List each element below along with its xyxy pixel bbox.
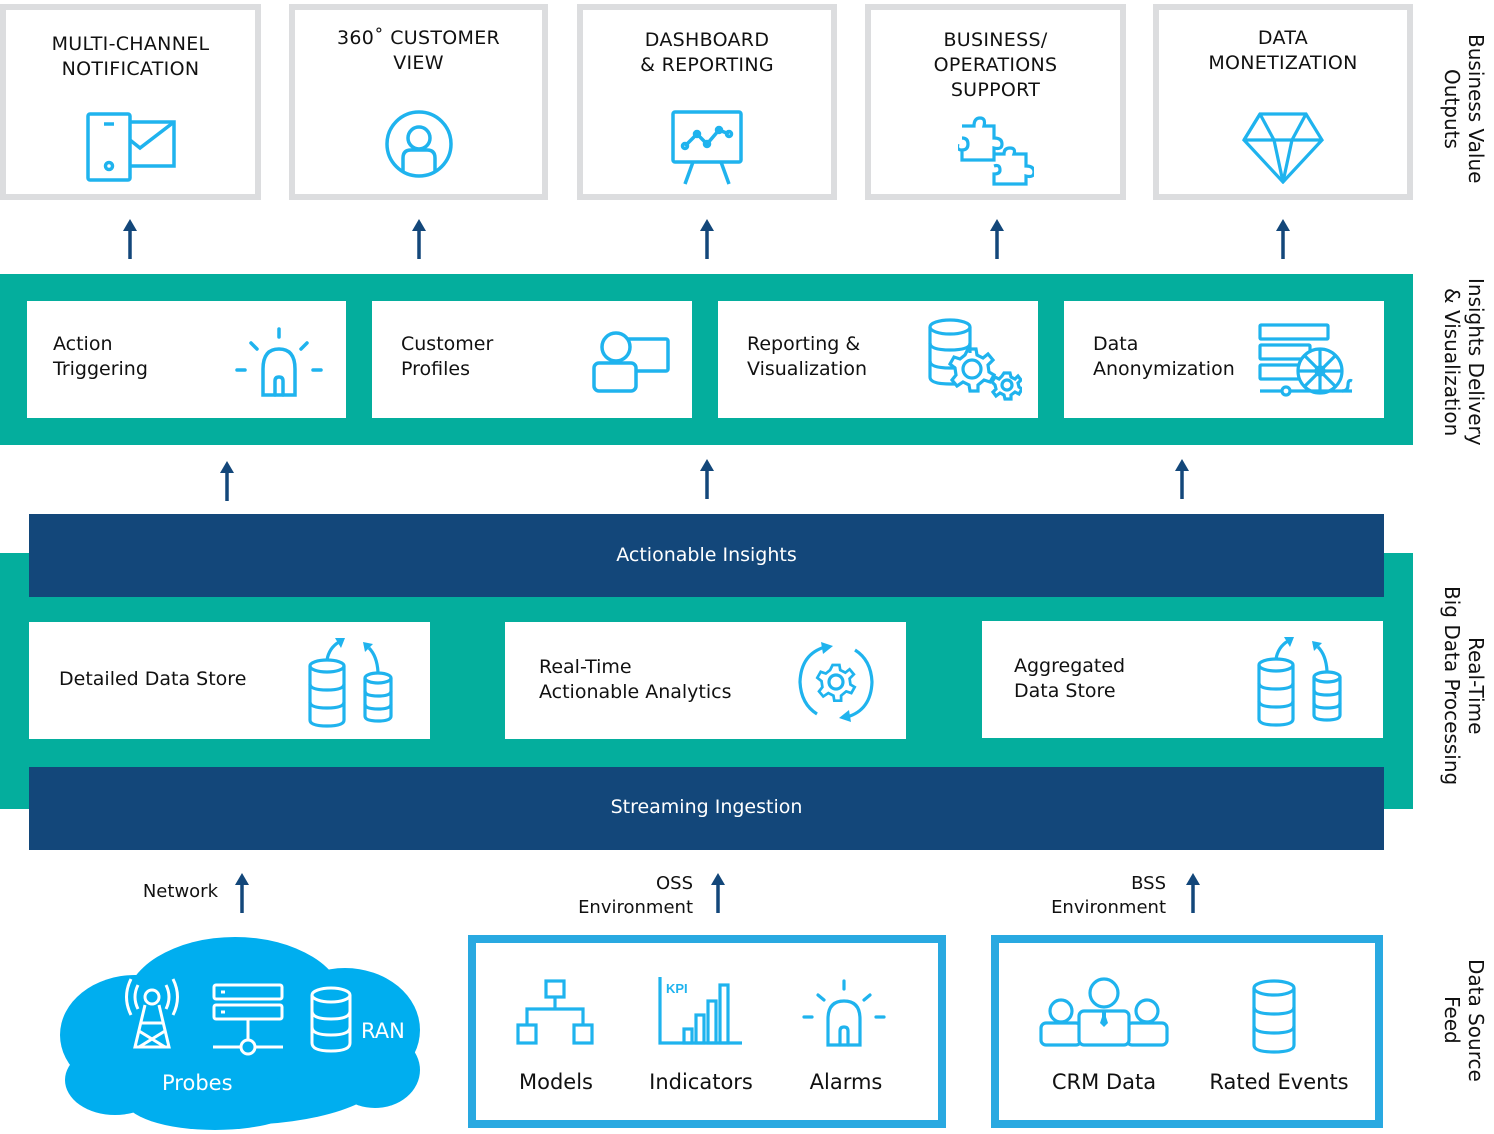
up-arrow-icon (990, 219, 1004, 259)
processing-card-detailed-data-store: Detailed Data Store (29, 622, 430, 739)
oss-environment-label: OSS Environment (578, 873, 693, 918)
oss-environment-box: Models KPI Indicators Alarms (468, 935, 946, 1128)
network-cloud: Probes RAN (55, 935, 425, 1130)
processing-card-aggregated-data-store: Aggregated Data Store (982, 621, 1383, 738)
up-arrow-icon (235, 873, 249, 913)
up-arrow-icon (412, 219, 426, 259)
network-label: Network (142, 881, 218, 902)
svg-text:KPI: KPI (666, 981, 688, 996)
crm-data-label: CRM Data (1051, 1070, 1157, 1094)
card-label: Real-Time Actionable Analytics (539, 656, 732, 703)
diamond-icon (1240, 110, 1326, 188)
processing-card-realtime-analytics: Real-Time Actionable Analytics (505, 622, 906, 739)
alarms-label: Alarms (809, 1070, 883, 1094)
output-data-monetization: DATA MONETIZATION (1153, 4, 1413, 200)
output-title: BUSINESS/ OPERATIONS SUPPORT (933, 29, 1058, 101)
output-customer-view: 360˚ CUSTOMER VIEW (289, 4, 548, 200)
indicators-label: Indicators (649, 1070, 753, 1094)
up-arrow-icon (700, 459, 714, 499)
output-title: DATA MONETIZATION (1208, 27, 1358, 74)
up-arrow-icon (700, 219, 714, 259)
actionable-insights-bar: Actionable Insights (29, 514, 1384, 597)
card-label: Data Anonymization (1093, 333, 1235, 380)
card-label: Action Triggering (53, 333, 148, 380)
side-label-business-value: Business Value Outputs (1440, 34, 1488, 184)
crm-people-icon (1039, 975, 1169, 1053)
insight-card-customer-profiles: Customer Profiles (372, 301, 692, 418)
alarm-light-icon (800, 977, 888, 1053)
database-gears-icon (926, 317, 1025, 407)
database-sync-icon (305, 634, 401, 734)
up-arrow-icon (1276, 219, 1290, 259)
output-title: DASHBOARD & REPORTING (640, 29, 774, 76)
alarm-light-icon (233, 325, 325, 403)
card-label: Detailed Data Store (59, 668, 247, 690)
hierarchy-icon (516, 977, 594, 1051)
gear-cycle-icon (795, 642, 877, 726)
anonymization-reel-icon (1256, 321, 1356, 401)
bss-environment-label: BSS Environment (1051, 873, 1166, 918)
up-arrow-icon (1186, 873, 1200, 913)
insight-card-action-triggering: Action Triggering (27, 301, 346, 418)
output-title: 360˚ CUSTOMER VIEW (336, 27, 501, 74)
cloud-icon (60, 937, 420, 1130)
server-icon (212, 983, 284, 1056)
user-circle-icon (383, 108, 455, 184)
probes-label: Probes (162, 1071, 233, 1095)
arrows-from-sources (235, 873, 1200, 913)
side-label-processing: Real-Time Big Data Processing (1440, 586, 1488, 786)
output-title: MULTI-CHANNEL NOTIFICATION (51, 33, 210, 80)
kpi-chart-icon: KPI (656, 973, 746, 1053)
up-arrow-icon (711, 873, 725, 913)
ran-label: RAN (361, 1019, 405, 1043)
up-arrow-icon (220, 461, 234, 501)
insight-card-data-anonymization: Data Anonymization (1064, 301, 1384, 418)
database-icon (1249, 979, 1299, 1059)
card-label: Reporting & Visualization (747, 333, 868, 380)
side-label-data-source: Data Source Feed (1440, 958, 1488, 1082)
phone-mail-icon (84, 110, 178, 186)
card-label: Aggregated Data Store (1014, 655, 1126, 702)
output-business-operations: BUSINESS/ OPERATIONS SUPPORT (865, 4, 1126, 200)
output-dashboard-reporting: DASHBOARD & REPORTING (577, 4, 837, 200)
actionable-insights-label: Actionable Insights (616, 544, 797, 566)
models-label: Models (519, 1070, 593, 1094)
streaming-ingestion-label: Streaming Ingestion (610, 796, 803, 818)
up-arrow-icon (1175, 459, 1189, 499)
database-icon (310, 986, 352, 1053)
arrows-to-outputs (123, 219, 1290, 259)
insight-card-reporting-visualization: Reporting & Visualization (718, 301, 1038, 418)
output-multichannel-notification: MULTI-CHANNEL NOTIFICATION (0, 4, 261, 200)
puzzle-icon (955, 116, 1036, 190)
presentation-chart-icon (669, 108, 745, 192)
cell-tower-icon (125, 978, 179, 1049)
bss-environment-box: CRM Data Rated Events (991, 935, 1383, 1128)
arrows-to-insights (220, 459, 1189, 501)
rated-events-label: Rated Events (1209, 1070, 1349, 1094)
streaming-ingestion-bar: Streaming Ingestion (29, 767, 1384, 850)
profile-card-icon (592, 325, 672, 399)
database-sync-icon (1254, 633, 1350, 733)
side-label-insights: Insights Delivery & Visualization (1440, 278, 1488, 446)
up-arrow-icon (123, 219, 137, 259)
card-label: Customer Profiles (401, 333, 494, 380)
